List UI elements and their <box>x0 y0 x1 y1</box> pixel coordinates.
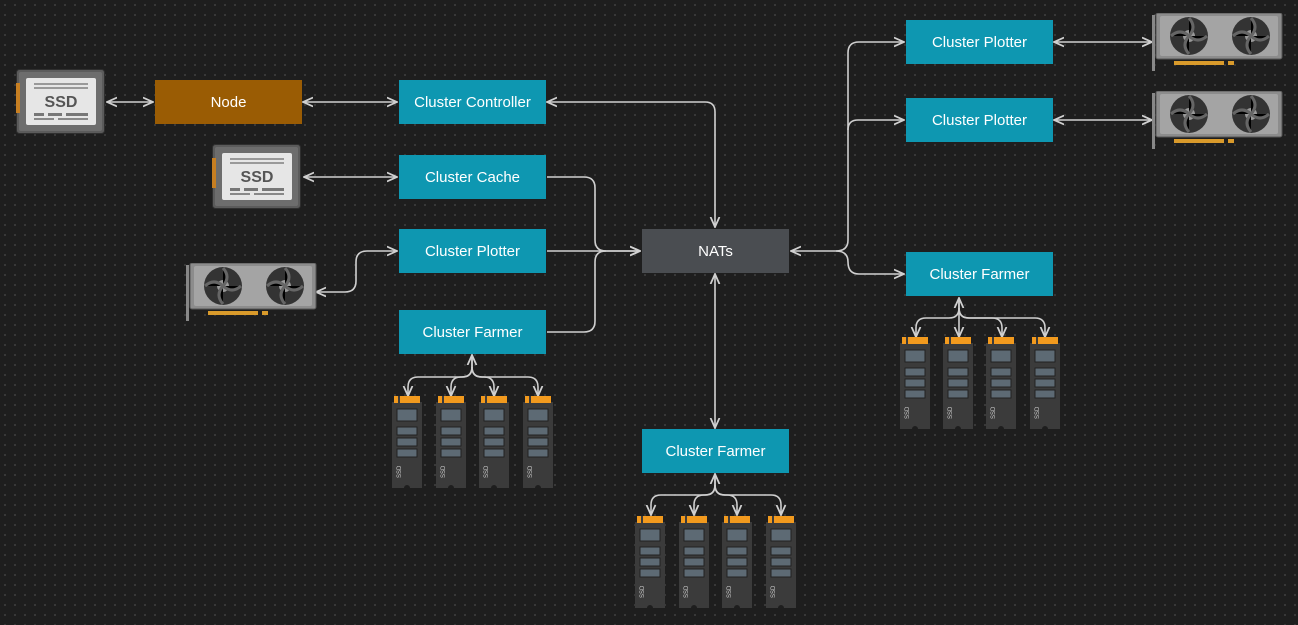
cluster-cache-label: Cluster Cache <box>424 168 521 186</box>
cluster-plotter-top-right-label: Cluster Plotter <box>931 33 1028 51</box>
cluster-controller-box[interactable]: Cluster Controller <box>399 80 546 124</box>
ssd-icon-label: SSD <box>45 94 78 111</box>
nvme-ssd-label: SSD <box>771 585 777 598</box>
nvme-ssd-label: SSD <box>1035 406 1041 419</box>
nvme-ssd-label: SSD <box>528 465 534 478</box>
ssd-icon-label: SSD <box>241 169 274 186</box>
cluster-plotter-left-box[interactable]: Cluster Plotter <box>399 229 546 273</box>
cluster-plotter-mid-right-box[interactable]: Cluster Plotter <box>906 98 1053 142</box>
nvme-ssd-label: SSD <box>948 406 954 419</box>
cluster-plotter-top-right-box[interactable]: Cluster Plotter <box>906 20 1053 64</box>
nvme-ssd-label: SSD <box>991 406 997 419</box>
wire-farmer-nats <box>547 250 607 333</box>
nvme-ssd-label: SSD <box>640 585 646 598</box>
node-label: Node <box>210 93 247 111</box>
cluster-farmer-left-box[interactable]: Cluster Farmer <box>399 310 546 354</box>
nvme-ssd-label: SSD <box>905 406 911 419</box>
nvme-ssd-icon: SSD <box>436 396 466 488</box>
nvme-ssd-label: SSD <box>727 585 733 598</box>
cluster-farmer-left-label: Cluster Farmer <box>422 323 523 341</box>
gpu-icon <box>186 263 317 321</box>
nvme-ssd-label: SSD <box>397 465 403 478</box>
cluster-farmer-right-box[interactable]: Cluster Farmer <box>906 252 1053 296</box>
gpu-icon <box>1152 91 1283 149</box>
wire-nats-plotter-top <box>835 42 904 252</box>
nvme-ssd-icon: SSD <box>392 396 422 488</box>
nvme-ssd-icon: SSD <box>479 396 509 488</box>
nvme-ssd-label: SSD <box>684 585 690 598</box>
node-box[interactable]: Node <box>155 80 302 124</box>
nats-label: NATs <box>698 242 733 260</box>
gpu-icon <box>1152 13 1283 71</box>
cluster-plotter-left-label: Cluster Plotter <box>424 242 521 260</box>
cluster-farmer-right-label: Cluster Farmer <box>929 265 1030 283</box>
cluster-controller-label: Cluster Controller <box>414 93 531 111</box>
wire-nats-farmer-right <box>835 250 904 274</box>
cluster-plotter-mid-right-label: Cluster Plotter <box>931 111 1028 129</box>
nvme-ssd-icon: SSD <box>635 516 665 608</box>
nvme-ssd-label: SSD <box>484 465 490 478</box>
wire-controller-nats <box>547 102 715 227</box>
ssd-icon: SSD <box>16 69 105 134</box>
nvme-ssd-icon: SSD <box>943 337 973 429</box>
nvme-ssd-icon: SSD <box>986 337 1016 429</box>
ssd-icon: SSD <box>212 144 301 209</box>
cluster-cache-box[interactable]: Cluster Cache <box>399 155 546 199</box>
nvme-ssd-icon: SSD <box>523 396 553 488</box>
wire-gpu-plotter-left <box>316 251 397 292</box>
cluster-farmer-bottom-label: Cluster Farmer <box>665 442 766 460</box>
wire-nats-plotter-mid <box>847 120 904 131</box>
nvme-ssd-icon: SSD <box>679 516 709 608</box>
nvme-ssd-label: SSD <box>441 465 447 478</box>
wire-cache-nats <box>547 176 640 251</box>
nvme-ssd-icon: SSD <box>722 516 752 608</box>
nvme-ssd-icon: SSD <box>1030 337 1060 429</box>
nvme-ssd-icon: SSD <box>766 516 796 608</box>
nvme-ssd-icon: SSD <box>900 337 930 429</box>
nats-box[interactable]: NATs <box>642 229 789 273</box>
cluster-farmer-bottom-box[interactable]: Cluster Farmer <box>642 429 789 473</box>
